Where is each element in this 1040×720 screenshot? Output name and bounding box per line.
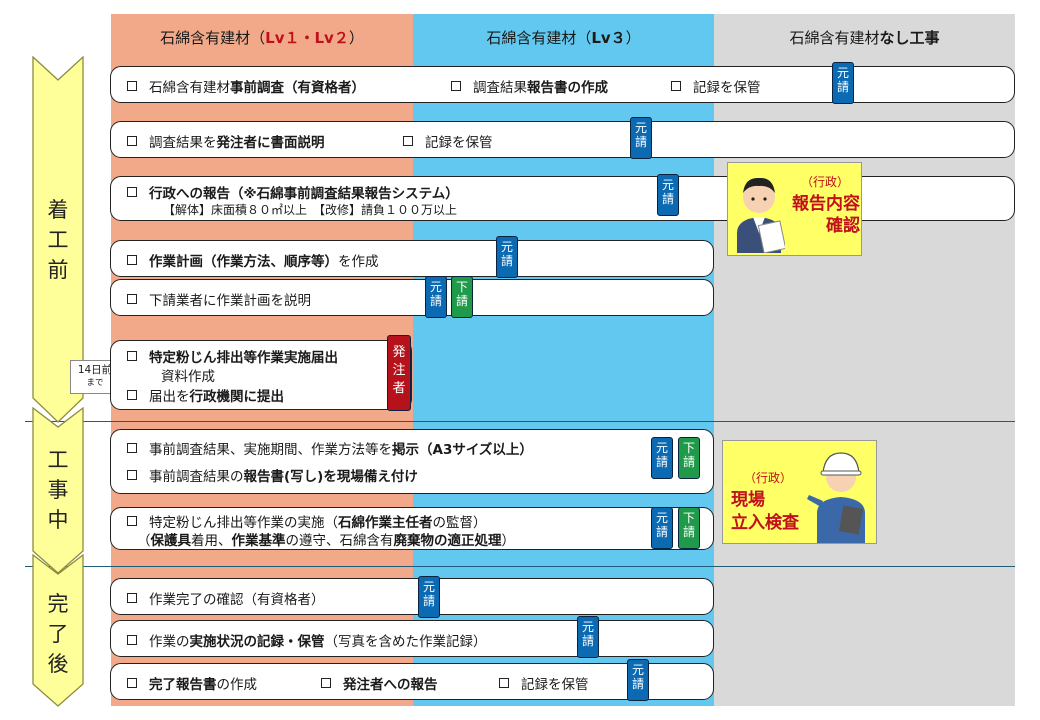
task-row-work-plan: 作業計画（作業方法、順序等）を作成 xyxy=(110,240,714,277)
phase-arrow-during xyxy=(32,407,84,574)
badge-prime-contractor: 元請 xyxy=(630,117,652,159)
checkbox xyxy=(127,390,137,400)
task-item: 発注者への報告 xyxy=(321,673,438,693)
column-header-none: 石綿含有建材なし工事 xyxy=(714,14,1015,60)
phase-label-after: 完 了 後 xyxy=(47,592,69,676)
task-item: 記録を保管 xyxy=(403,131,493,151)
phase-label-before: 着 工 前 xyxy=(47,198,69,282)
badge-prime-contractor: 元請 xyxy=(577,616,599,658)
task-row-work-notification: 特定粉じん排出等作業実施届出 資料作成 届出を行政機関に提出 xyxy=(110,340,412,410)
checkbox xyxy=(127,187,137,197)
task-item-note: 資料作成 xyxy=(161,369,215,385)
task-row-work-execution: 特定粉じん排出等作業の実施（石綿作業主任者の監督） （保護具着用、作業基準の遵守… xyxy=(110,507,714,550)
task-item: 記録を保管 xyxy=(671,76,761,96)
badge-prime-contractor: 元請 xyxy=(651,507,673,549)
task-item: 届出を行政機関に提出 xyxy=(127,385,284,405)
task-row-completion-check: 作業完了の確認（有資格者） xyxy=(110,578,714,615)
badge-subcontractor: 下請 xyxy=(678,437,700,479)
task-item: 下請業者に作業計画を説明 xyxy=(127,289,311,309)
badge-prime-contractor: 元請 xyxy=(832,62,854,104)
task-item: 行政への報告（※石綿事前調査結果報告システム） xyxy=(127,182,459,202)
task-item: 石綿含有建材事前調査（有資格者） xyxy=(127,76,365,96)
badge-prime-contractor: 元請 xyxy=(651,437,673,479)
checkbox xyxy=(403,136,413,146)
phase-divider xyxy=(25,421,1015,422)
badge-prime-contractor: 元請 xyxy=(418,576,440,618)
callout-tag: （行政） xyxy=(800,175,849,189)
badge-subcontractor: 下請 xyxy=(451,276,473,318)
phase-arrow-before xyxy=(32,56,84,423)
phase-label-during: 工 事 中 xyxy=(47,448,69,532)
task-item: 記録を保管 xyxy=(499,673,589,693)
checkbox xyxy=(127,470,137,480)
task-item-note: 【解体】床面積８０㎡以上 【改修】請負１００万以上 xyxy=(163,203,458,217)
badge-prime-contractor: 元請 xyxy=(657,174,679,216)
checkbox xyxy=(127,516,137,526)
checkbox xyxy=(127,351,137,361)
inspector-figure-icon xyxy=(807,452,865,543)
checkbox xyxy=(321,678,331,688)
badge-subcontractor: 下請 xyxy=(678,507,700,549)
checkbox xyxy=(127,81,137,91)
task-row-work-records: 作業の実施状況の記録・保管（写真を含めた作業記録） xyxy=(110,620,714,657)
task-item: 調査結果報告書の作成 xyxy=(451,76,608,96)
checkbox xyxy=(127,593,137,603)
task-item: 完了報告書の作成 xyxy=(127,673,257,693)
column-bg-none xyxy=(714,14,1015,706)
column-header-lv12: 石綿含有建材（Lv１・Lv２） xyxy=(111,14,413,60)
badge-prime-contractor: 元請 xyxy=(627,659,649,701)
checkbox xyxy=(671,81,681,91)
task-item: 作業完了の確認（有資格者） xyxy=(127,588,325,608)
task-row-subcontractor-briefing: 下請業者に作業計画を説明 xyxy=(110,279,714,316)
checkbox xyxy=(499,678,509,688)
column-header-lv3: 石綿含有建材（Lv３） xyxy=(413,14,714,60)
checkbox xyxy=(127,443,137,453)
callout-text: 現場立入検査 xyxy=(731,490,799,533)
task-item: 事前調査結果、実施期間、作業方法等を掲示（A3サイズ以上） xyxy=(127,438,533,458)
task-item: 調査結果を発注者に書面説明 xyxy=(127,131,325,151)
official-figure-icon xyxy=(737,177,785,253)
task-row-government-report: 行政への報告（※石綿事前調査結果報告システム） 【解体】床面積８０㎡以上 【改修… xyxy=(110,176,1015,221)
callout-tag: （行政） xyxy=(743,471,792,485)
checkbox xyxy=(127,136,137,146)
task-row-pre-survey: 石綿含有建材事前調査（有資格者） 調査結果報告書の作成 記録を保管 xyxy=(110,66,1015,103)
task-row-site-posting: 事前調査結果、実施期間、作業方法等を掲示（A3サイズ以上） 事前調査結果の報告書… xyxy=(110,429,714,494)
badge-prime-contractor: 元請 xyxy=(425,276,447,318)
checkbox xyxy=(127,294,137,304)
task-row-client-explanation: 調査結果を発注者に書面説明 記録を保管 xyxy=(110,121,1015,158)
checkbox xyxy=(451,81,461,91)
task-item: 作業計画（作業方法、順序等）を作成 xyxy=(127,250,379,270)
checkbox xyxy=(127,678,137,688)
task-item-detail: （保護具着用、作業基準の遵守、石綿含有廃棄物の適正処理） xyxy=(137,533,515,549)
callout-site-inspection: （行政） 現場立入検査 xyxy=(722,440,877,544)
badge-client: 発注者 xyxy=(387,335,411,411)
task-item: 作業の実施状況の記録・保管（写真を含めた作業記録） xyxy=(127,630,487,650)
callout-text: 報告内容確認 xyxy=(792,194,860,236)
task-row-completion-report: 完了報告書の作成 発注者への報告 記録を保管 xyxy=(110,663,714,700)
callout-government-review: （行政） 報告内容確認 xyxy=(727,162,862,256)
badge-prime-contractor: 元請 xyxy=(496,236,518,278)
phase-arrow-after xyxy=(32,554,84,707)
phase-divider xyxy=(25,566,1015,567)
task-item: 事前調査結果の報告書(写し)を現場備え付け xyxy=(127,465,418,485)
checkbox xyxy=(127,635,137,645)
task-item: 特定粉じん排出等作業の実施（石綿作業主任者の監督） xyxy=(127,511,487,531)
task-item: 特定粉じん排出等作業実施届出 xyxy=(127,346,338,366)
checkbox xyxy=(127,255,137,265)
